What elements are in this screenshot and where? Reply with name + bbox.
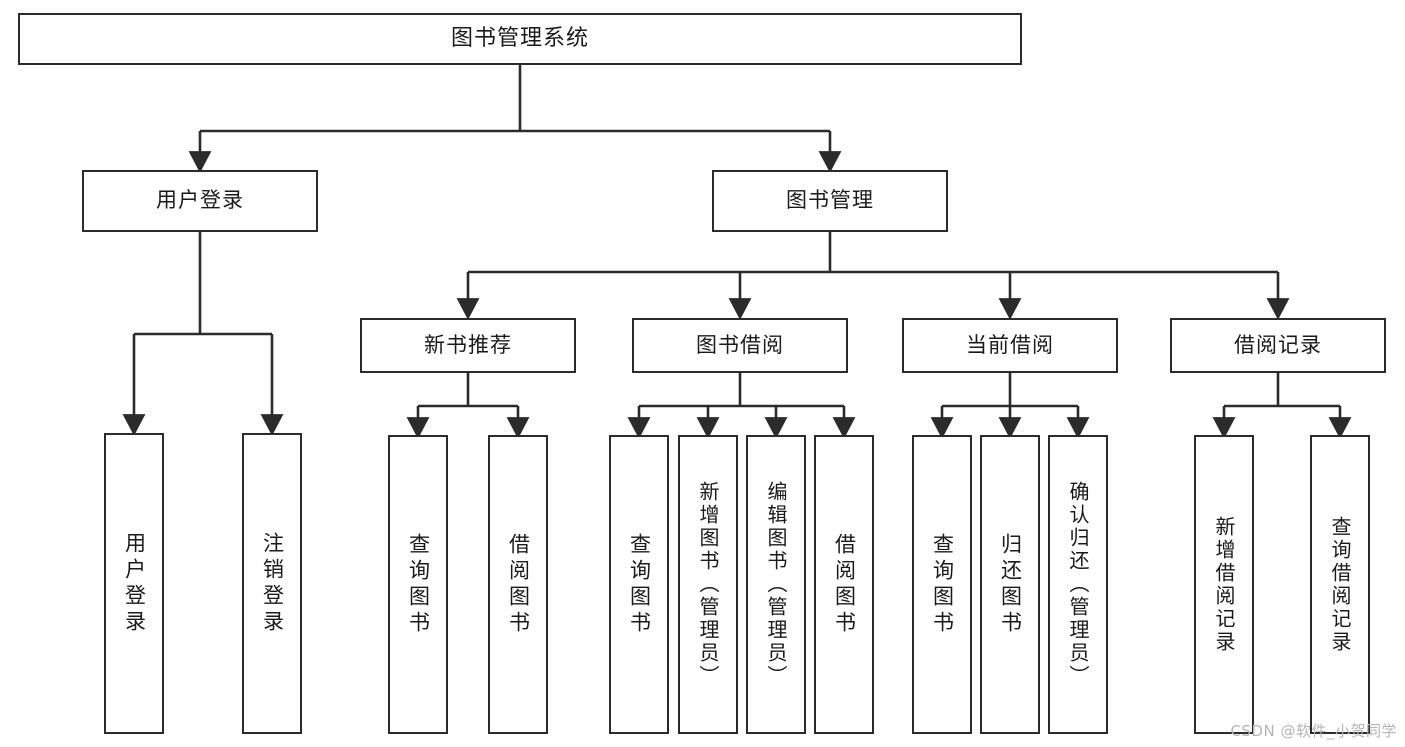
node-current-borrow[interactable]: 当前借阅 — [902, 318, 1118, 373]
node-book-borrow[interactable]: 图书借阅 — [632, 318, 848, 373]
node-user-login-label: 用户登录 — [156, 188, 244, 213]
node-borrow-record[interactable]: 借阅记录 — [1170, 318, 1386, 373]
node-leaf-user-login-label: 用户登录 — [122, 531, 147, 636]
node-leaf-query-borrow-record-label: 查询借阅记录 — [1328, 515, 1352, 654]
node-leaf-borrow-book-2[interactable]: 借阅图书 — [814, 435, 874, 734]
node-leaf-query-book-2-label: 查询图书 — [627, 532, 652, 637]
node-book-borrow-label: 图书借阅 — [696, 332, 784, 357]
node-leaf-confirm-return-admin-label: 确认归还（管理员） — [1066, 481, 1090, 688]
node-leaf-query-book-1[interactable]: 查询图书 — [388, 435, 448, 734]
node-new-book-recommend-label: 新书推荐 — [424, 332, 512, 357]
node-leaf-edit-book-admin[interactable]: 编辑图书（管理员） — [746, 435, 806, 734]
node-leaf-add-book-admin[interactable]: 新增图书（管理员） — [678, 435, 738, 734]
node-leaf-return-book[interactable]: 归还图书 — [980, 435, 1040, 734]
node-leaf-borrow-book-1[interactable]: 借阅图书 — [488, 435, 548, 734]
node-leaf-add-book-admin-label: 新增图书（管理员） — [696, 481, 720, 688]
node-leaf-confirm-return-admin[interactable]: 确认归还（管理员） — [1048, 435, 1108, 734]
node-leaf-logout-login[interactable]: 注销登录 — [242, 433, 302, 734]
node-root-system[interactable]: 图书管理系统 — [18, 13, 1022, 65]
node-leaf-add-borrow-record-label: 新增借阅记录 — [1212, 515, 1236, 654]
node-current-borrow-label: 当前借阅 — [966, 332, 1054, 357]
node-root-system-label: 图书管理系统 — [450, 25, 589, 51]
node-leaf-query-book-3-label: 查询图书 — [930, 532, 955, 637]
node-leaf-logout-login-label: 注销登录 — [260, 531, 285, 636]
node-leaf-query-book-1-label: 查询图书 — [406, 532, 431, 637]
node-leaf-query-book-2[interactable]: 查询图书 — [609, 435, 669, 734]
node-borrow-record-label: 借阅记录 — [1234, 332, 1322, 357]
node-leaf-return-book-label: 归还图书 — [998, 532, 1023, 637]
watermark-text: CSDN @软件_小贺同学 — [1230, 722, 1397, 740]
node-user-login[interactable]: 用户登录 — [82, 170, 318, 232]
node-new-book-recommend[interactable]: 新书推荐 — [360, 318, 576, 373]
node-leaf-user-login[interactable]: 用户登录 — [104, 433, 164, 734]
node-leaf-add-borrow-record[interactable]: 新增借阅记录 — [1194, 435, 1254, 734]
node-leaf-borrow-book-2-label: 借阅图书 — [832, 532, 857, 637]
node-leaf-query-book-3[interactable]: 查询图书 — [912, 435, 972, 734]
node-leaf-borrow-book-1-label: 借阅图书 — [506, 532, 531, 637]
node-leaf-query-borrow-record[interactable]: 查询借阅记录 — [1310, 435, 1370, 734]
node-book-manage-label: 图书管理 — [786, 188, 874, 213]
node-book-manage[interactable]: 图书管理 — [712, 170, 948, 232]
node-leaf-edit-book-admin-label: 编辑图书（管理员） — [764, 481, 788, 688]
